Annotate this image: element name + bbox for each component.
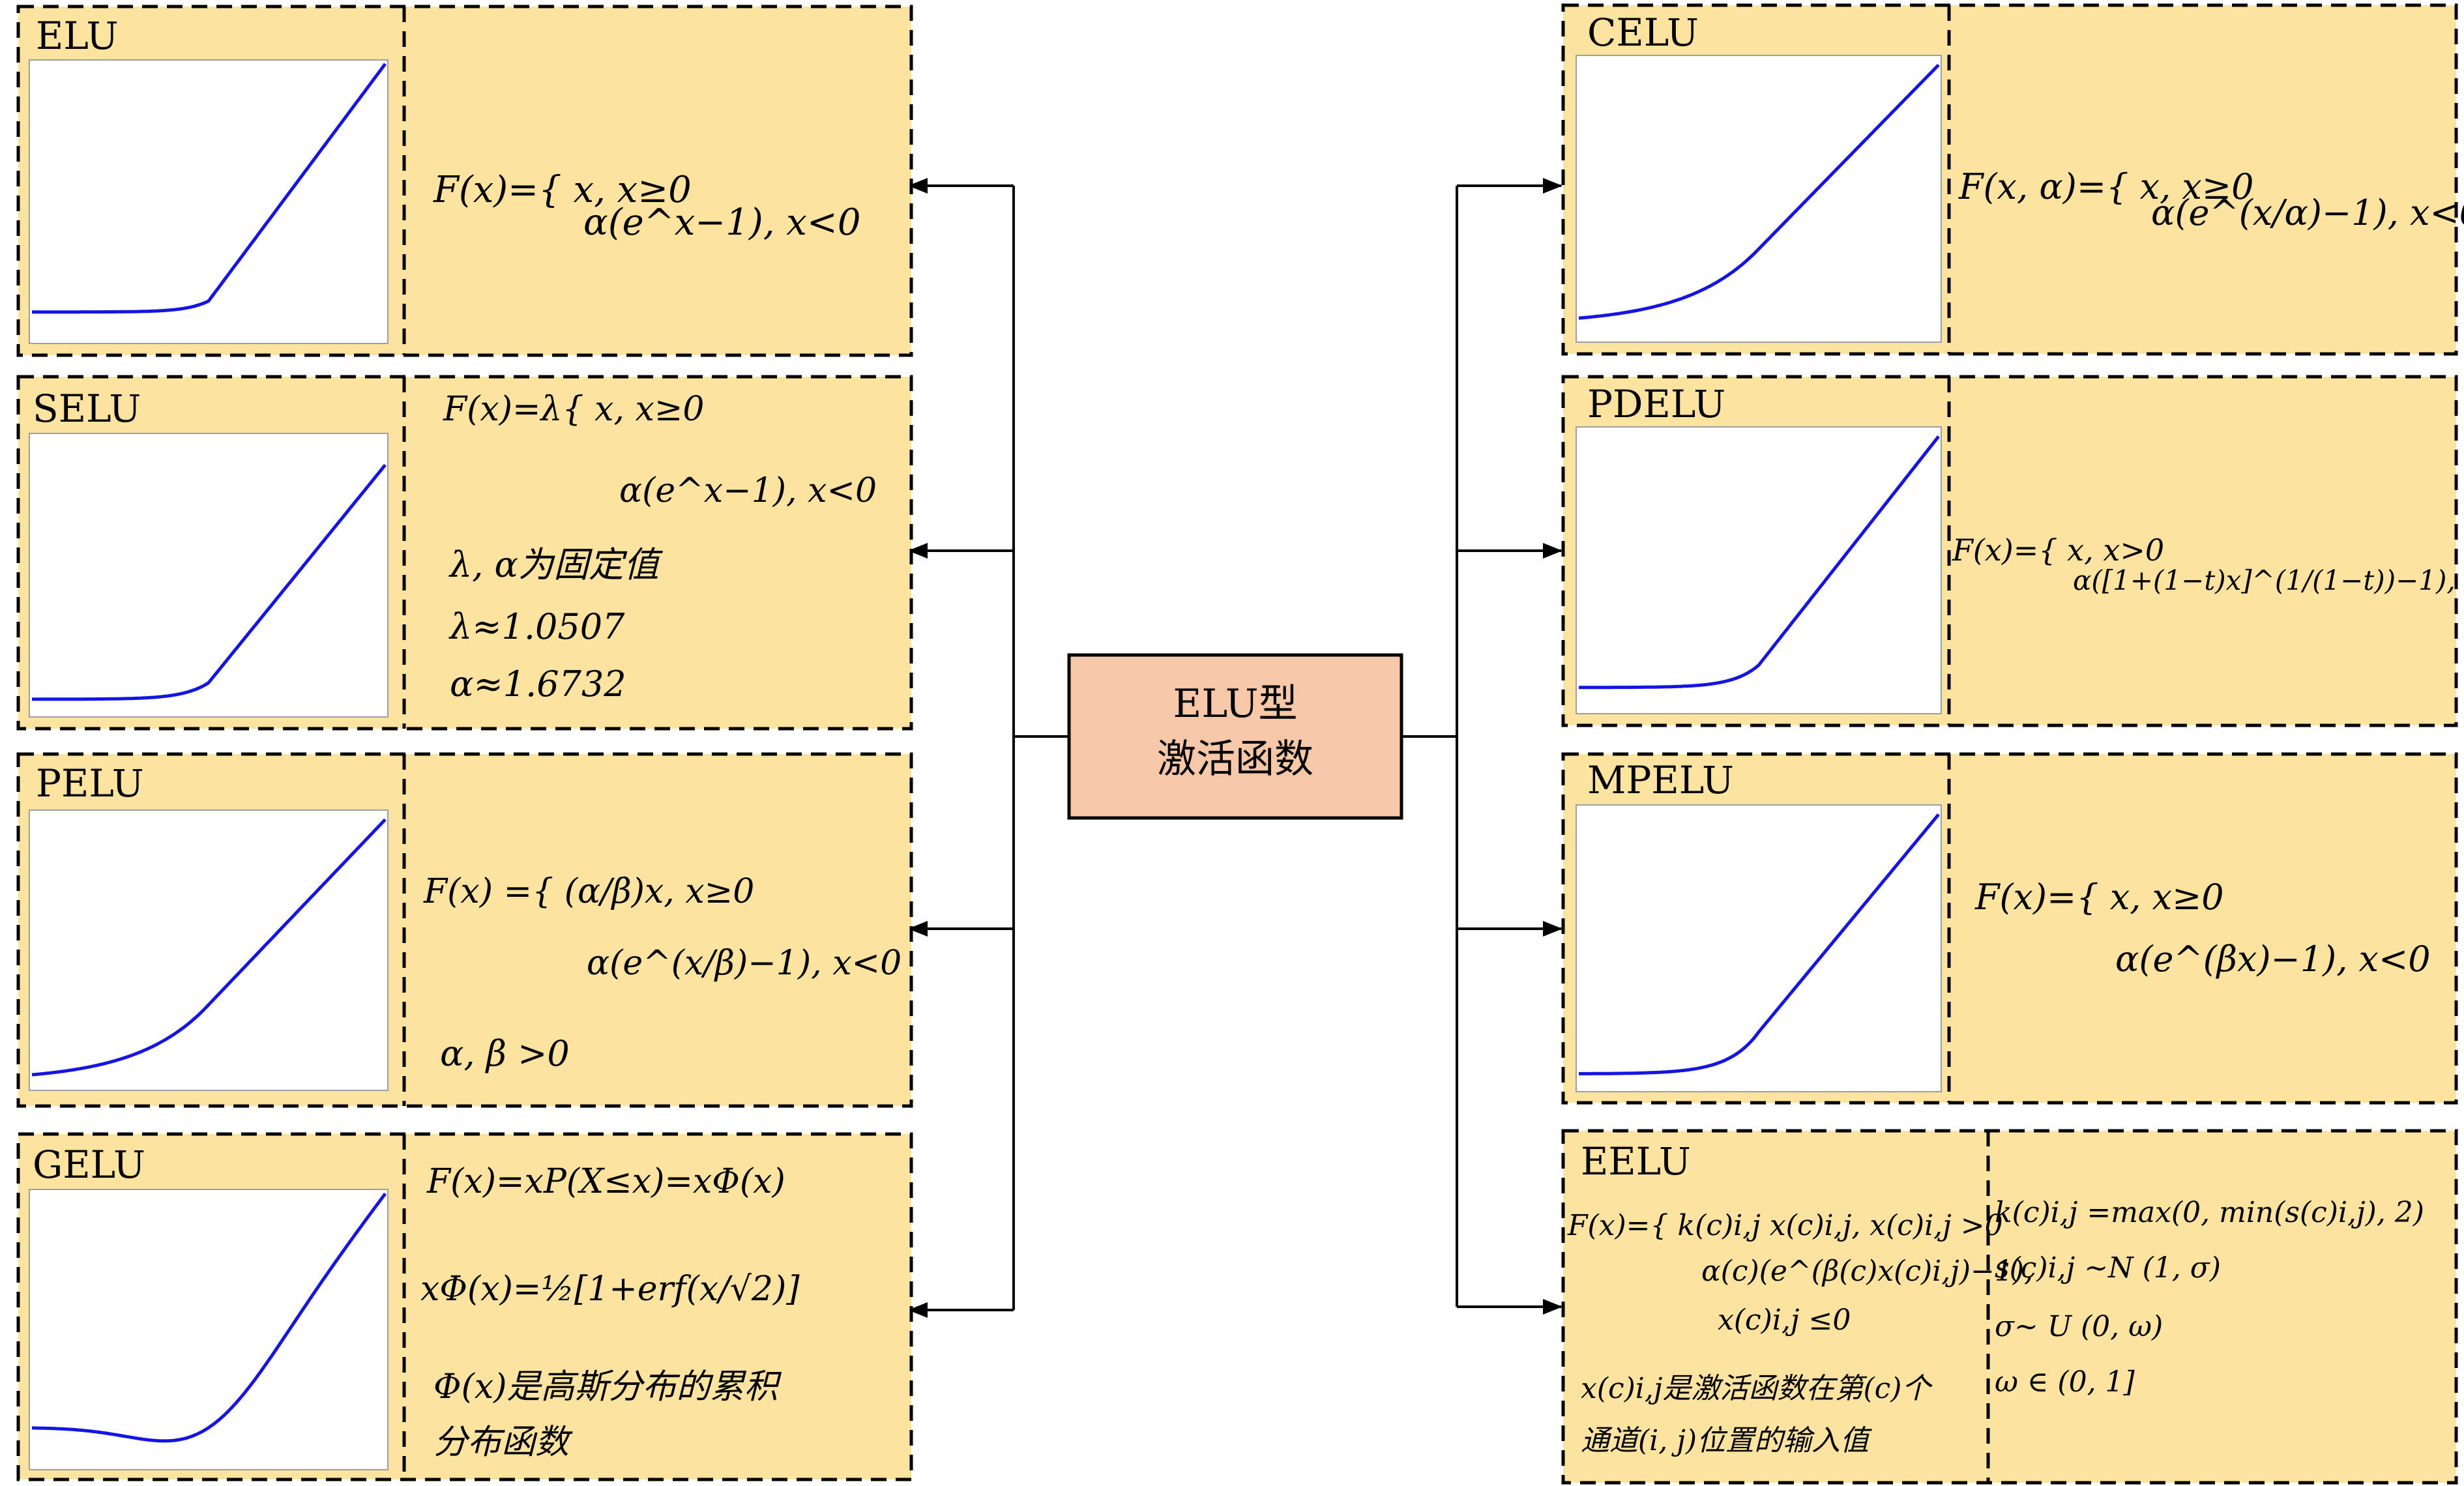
panel-frame-eelu [1561,1129,2458,1485]
activation-curve-selu [32,463,387,701]
center-node: ELU型 激活函数 [1067,653,1403,820]
panel-title-gelu: GELU [33,1143,145,1187]
eelu-formula-line3: x(c)i,j ≤0 [1718,1304,1851,1337]
gelu-formula-line2: xΦ(x)=½[1+erf(x/√2)] [420,1270,800,1309]
eelu-formula-line2: α(c)(e^(β(c)x(c)i,j)−1), [1701,1255,2033,1288]
plot-area-elu [29,59,389,344]
selu-note-fixed: λ, α为固定值 [448,544,664,585]
gelu-note-line1: Φ(x)是高斯分布的累积 [433,1367,782,1406]
selu-alpha-value: α≈1.6732 [450,663,626,705]
pelu-formula-line2: α(e^(x/β)−1), x<0 [587,944,902,983]
pdelu-formula-line1: F(x)={ x, x>0 [1952,532,2164,568]
panel-title-selu: SELU [33,386,141,431]
pelu-condition: α, β >0 [440,1033,570,1074]
gelu-formula-line1: F(x)=xP(X≤x)=xΦ(x) [426,1162,785,1201]
panel-title-elu: ELU [36,14,119,58]
eelu-sigma-definition: σ~ U (0, ω) [1995,1310,2163,1343]
pdelu-formula-line2: α([1+(1−t)x]^(1/(1−t))−1), x≤0 [2073,564,2464,596]
selu-formula-line1: F(x)=λ{ x, x≥0 [443,390,705,429]
plot-area-pdelu [1576,426,1942,714]
center-title-line2: 激活函数 [1157,736,1313,782]
celu-formula-line1: F(x, α)={ x, x≥0 [1958,166,2253,207]
panel-title-eelu: EELU [1581,1139,1691,1184]
eelu-note-line2: 通道(i, j)位置的输入值 [1581,1424,1872,1457]
activation-plots [29,55,1942,1470]
plot-area-gelu [29,1189,389,1470]
plot-area-celu [1576,55,1942,343]
elu-formula-line1: F(x)={ x, x≥0 [433,169,692,211]
panel-title-pdelu: PDELU [1587,382,1725,426]
panel-title-pelu: PELU [36,761,144,806]
activation-curve-celu [1578,63,1940,320]
gelu-note-line2: 分布函数 [433,1423,573,1462]
activation-curve-elu [32,63,387,314]
plot-area-mpelu [1576,804,1942,1092]
activation-curve-gelu [31,1192,387,1443]
pelu-formula-line1: F(x) ={ (α/β)x, x≥0 [423,872,754,911]
selu-formula-line2: α(e^x−1), x<0 [619,471,877,510]
activation-curve-pdelu [1579,435,1940,690]
center-title-line1: ELU型 [1173,681,1298,727]
eelu-k-definition: k(c)i,j =max(0, min(s(c)i,j), 2) [1995,1196,2424,1229]
plot-area-pelu [29,809,389,1091]
mpelu-formula-line1: F(x)={ x, x≥0 [1974,877,2224,918]
right-connectors [1401,178,1562,1315]
activation-curve-pelu [31,818,387,1077]
panel-title-mpelu: MPELU [1587,758,1734,802]
celu-formula-line2: α(e^(x/α)−1), x<0 [2151,192,2464,233]
eelu-omega-definition: ω ∈ (0, 1] [1995,1365,2135,1399]
panel-title-celu: CELU [1587,10,1699,55]
eelu-note-line1: x(c)i,j是激活函数在第(c)个 [1581,1372,1933,1405]
left-connectors [908,178,1069,1318]
selu-lambda-value: λ≈1.0507 [448,606,625,647]
eelu-s-definition: s(c)i,j ~N (1, σ) [1995,1251,2221,1285]
mpelu-formula-line2: α(e^(βx)−1), x<0 [2115,939,2431,980]
elu-formula-line2: α(e^x−1), x<0 [583,201,860,244]
plot-area-selu [29,433,389,718]
activation-curve-mpelu [1579,813,1940,1075]
eelu-formula-line1: F(x)={ k(c)i,j x(c)i,j, x(c)i,j >0 [1567,1209,2003,1242]
